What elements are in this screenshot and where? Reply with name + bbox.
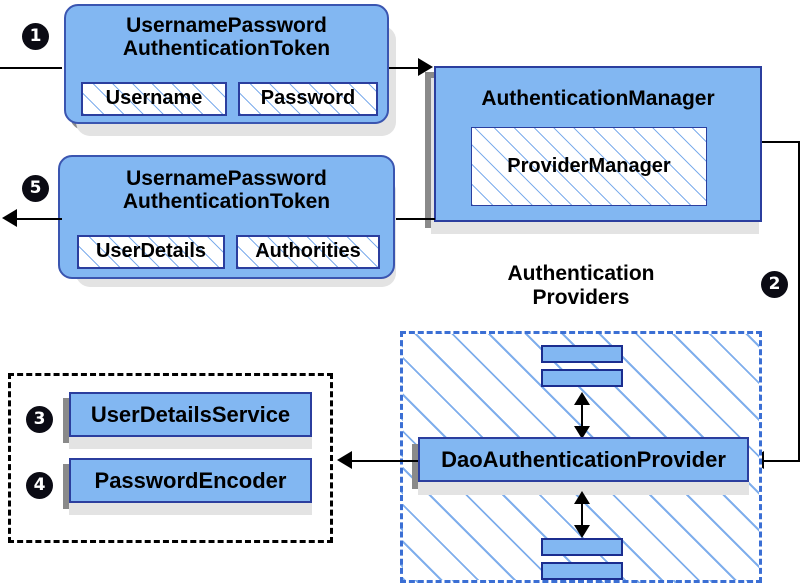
response-token-field-authorities[interactable]: Authorities (236, 235, 380, 269)
request-token-title-line1: UsernamePassword (126, 14, 327, 37)
response-token-title-line2: AuthenticationToken (122, 190, 331, 214)
response-token-field-authorities-label: Authorities (255, 240, 361, 263)
provider-bottom-connector-line (581, 495, 583, 532)
dao-authentication-provider-label: DaoAuthenticationProvider (441, 446, 726, 472)
provider-placeholder-top-2 (541, 369, 623, 387)
response-token-title: UsernamePassword AuthenticationToken (60, 167, 393, 213)
provider-to-dependencies-arrow-icon (337, 451, 352, 469)
request-token-title: UsernamePassword AuthenticationToken (66, 14, 387, 60)
step-marker-2: 2 (761, 271, 788, 298)
password-encoder-label: PasswordEncoder (94, 467, 287, 493)
request-token-field-username-label: Username (105, 87, 203, 110)
step-marker-4: 4 (26, 472, 53, 499)
user-details-service-label: UserDetailsService (90, 401, 291, 427)
provider-top-connector-line (581, 396, 583, 433)
request-token-field-password[interactable]: Password (238, 82, 378, 116)
provider-top-connector-arrow-up-icon (574, 392, 590, 405)
response-token-field-userdetails[interactable]: UserDetails (77, 235, 225, 269)
provider-bottom-connector-arrow-up-icon (574, 491, 590, 504)
provider-placeholder-bottom-2 (541, 562, 623, 580)
provider-bottom-connector-arrow-down-icon (574, 525, 590, 538)
response-outgoing-line (17, 218, 62, 220)
manager-to-provider-line-vertical (798, 141, 800, 461)
provider-placeholder-top-1 (541, 345, 623, 363)
dependencies-region (8, 373, 333, 543)
request-token-field-password-label: Password (260, 87, 356, 110)
manager-to-response-line (389, 218, 435, 220)
request-token-field-username[interactable]: Username (81, 82, 227, 116)
dao-authentication-provider-box[interactable]: DaoAuthenticationProvider (418, 437, 749, 482)
password-encoder-box[interactable]: PasswordEncoder (69, 458, 312, 503)
authentication-providers-heading-line2: Providers (532, 285, 630, 309)
request-authentication-token-card[interactable]: UsernamePassword AuthenticationToken Use… (64, 4, 389, 124)
step-marker-3: 3 (26, 406, 53, 433)
provider-to-dependencies-line (352, 460, 418, 462)
provider-top-connector-arrow-down-icon (574, 426, 590, 439)
incoming-request-line (0, 67, 62, 69)
request-to-manager-line (389, 67, 420, 69)
manager-to-provider-line-top (762, 141, 800, 143)
step-marker-5: 5 (22, 175, 49, 202)
provider-placeholder-bottom-1 (541, 538, 623, 556)
user-details-service-box[interactable]: UserDetailsService (69, 392, 312, 437)
response-authentication-token-card[interactable]: UsernamePassword AuthenticationToken Use… (58, 155, 395, 279)
response-token-title-line1: UsernamePassword (126, 167, 327, 190)
authentication-manager-label: AuthenticationManager (481, 87, 715, 110)
authentication-providers-heading: Authentication Providers (431, 262, 731, 309)
request-token-title-line2: AuthenticationToken (122, 37, 331, 61)
manager-to-provider-line-bottom (764, 460, 800, 462)
provider-manager-label: ProviderManager (507, 154, 671, 177)
provider-manager-box[interactable]: ProviderManager (471, 127, 707, 206)
response-outgoing-arrow-icon (2, 209, 17, 227)
response-token-field-userdetails-label: UserDetails (95, 240, 207, 263)
authentication-providers-heading-line1: Authentication (507, 262, 655, 285)
request-to-manager-arrow-icon (418, 58, 433, 76)
step-marker-1: 1 (22, 23, 49, 50)
authentication-manager-box[interactable]: AuthenticationManager ProviderManager (434, 66, 762, 222)
